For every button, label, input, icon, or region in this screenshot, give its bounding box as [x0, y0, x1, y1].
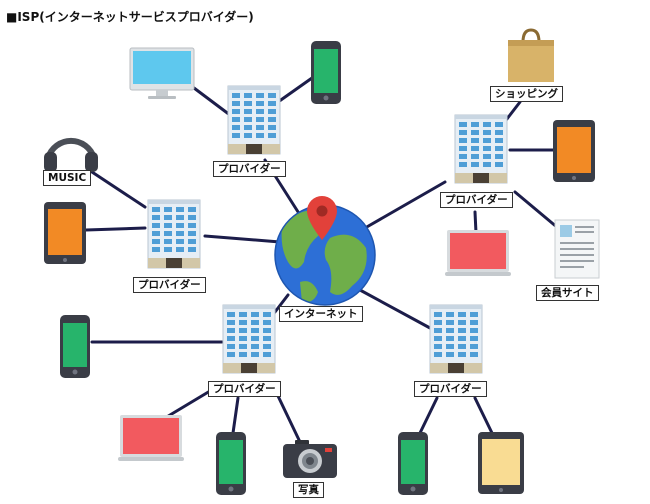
label-provider-left: プロバイダー	[133, 277, 206, 293]
label-music: MUSIC	[43, 170, 92, 186]
link-headphones	[90, 170, 147, 209]
location-pin-icon	[307, 196, 337, 240]
link-tablet-left	[84, 226, 147, 232]
link-phone-top	[276, 76, 314, 104]
tablet-icon	[478, 432, 524, 494]
smartphone-icon	[216, 432, 246, 495]
desktop-monitor-icon	[129, 47, 195, 99]
tablet-icon	[553, 120, 595, 182]
label-member-site: 会員サイト	[536, 285, 599, 301]
smartphone-icon	[398, 432, 428, 495]
link-globe-provider-right	[363, 180, 447, 230]
label-provider-top: プロバイダー	[213, 161, 286, 177]
shopping-bag-icon	[508, 28, 554, 82]
link-phone-bottom-right	[418, 396, 439, 435]
connections	[84, 76, 560, 444]
smartphone-icon	[60, 315, 90, 378]
link-globe-provider-bottom-right	[358, 288, 432, 330]
label-photo: 写真	[293, 482, 324, 498]
link-globe-provider-left	[203, 234, 282, 244]
link-laptop-right	[473, 210, 478, 235]
label-provider-right: プロバイダー	[440, 192, 513, 208]
camera-icon	[283, 440, 337, 478]
document-icon	[554, 219, 600, 279]
building-icon	[454, 114, 508, 184]
headphones-icon	[44, 137, 98, 172]
link-document	[513, 190, 560, 230]
link-camera	[276, 394, 302, 444]
building-icon	[227, 85, 281, 155]
laptop-icon	[118, 415, 184, 461]
page-title: ■ISP(インターネットサービスプロバイダー)	[6, 10, 254, 24]
building-icon	[147, 199, 201, 269]
building-icon	[429, 304, 483, 374]
label-shopping: ショッピング	[490, 86, 563, 102]
building-icon	[222, 304, 276, 374]
tablet-icon	[44, 202, 86, 264]
label-provider-bottom-right: プロバイダー	[414, 381, 487, 397]
label-internet: インターネット	[279, 306, 363, 322]
laptop-icon	[445, 230, 511, 276]
link-tablet-bottom	[473, 396, 494, 435]
label-provider-bottom-left: プロバイダー	[208, 381, 281, 397]
smartphone-icon	[311, 41, 341, 104]
link-desktop	[188, 83, 232, 117]
link-phone-bottom	[231, 396, 240, 435]
